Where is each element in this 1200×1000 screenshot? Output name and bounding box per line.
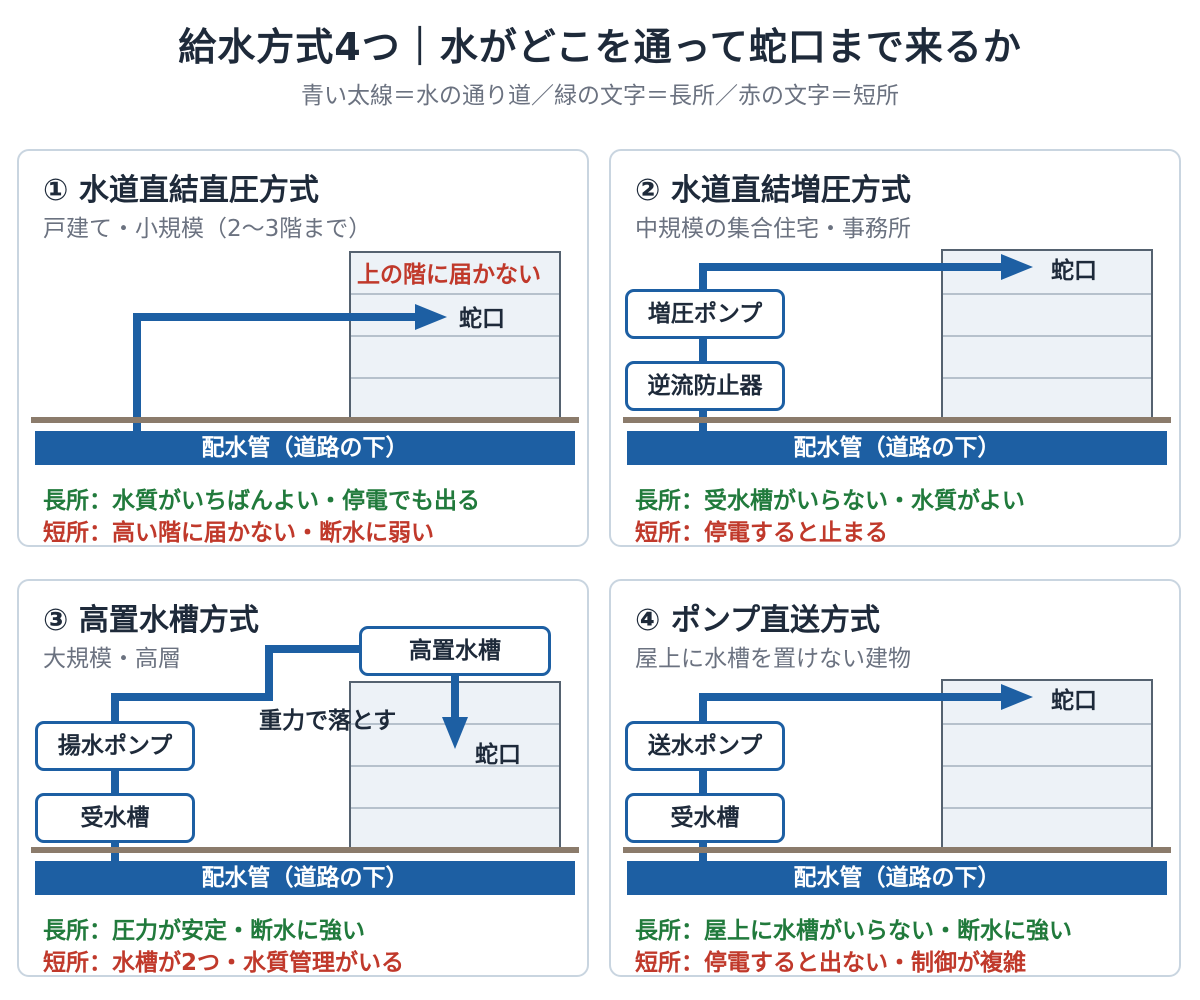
panel-subtitle: 戸建て・小規模（2〜3階まで） (43, 216, 372, 242)
page-title: 給水方式4つ｜水がどこを通って蛇口まで来るか (178, 25, 1022, 69)
feed-pump-box: 送水ポンプ (625, 721, 785, 771)
pros-text: 長所：圧力が安定・断水に強い (43, 918, 365, 944)
elevated-tank-box: 高置水槽 (359, 626, 551, 676)
ground-line (623, 417, 1171, 423)
panel-title: ② 水道直結増圧方式 (635, 173, 911, 208)
panel-direct-pump: ④ ポンプ直送方式 屋上に水槽を置けない建物 蛇口 送水ポンプ 受水槽 配水管（… (609, 579, 1181, 977)
panel-subtitle: 屋上に水槽を置けない建物 (635, 646, 911, 672)
flow-arrow-icon (442, 717, 468, 749)
panel-title: ① 水道直結直圧方式 (43, 173, 319, 208)
receiving-tank-box: 受水槽 (625, 793, 785, 843)
flow-arrow-icon (415, 304, 447, 330)
panel-subtitle: 大規模・高層 (43, 646, 181, 672)
lift-pump-box: 揚水ポンプ (35, 721, 195, 771)
water-pipe (111, 693, 119, 865)
faucet-label: 蛇口 (1051, 688, 1097, 714)
ground-line (623, 847, 1171, 853)
panel-booster-pump: ② 水道直結増圧方式 中規模の集合住宅・事務所 蛇口 増圧ポンプ 逆流防止器 配… (609, 149, 1181, 547)
panel-title: ④ ポンプ直送方式 (635, 603, 880, 638)
building (941, 679, 1153, 851)
pros-text: 長所：屋上に水槽がいらない・断水に強い (635, 918, 1072, 944)
faucet-label: 蛇口 (475, 742, 521, 768)
panel-title: ③ 高置水槽方式 (43, 603, 259, 638)
cons-text: 短所：高い階に届かない・断水に弱い (43, 520, 434, 546)
water-pipe (133, 313, 141, 435)
water-pipe (133, 313, 419, 321)
flow-arrow-icon (1001, 254, 1033, 280)
water-pipe (111, 693, 273, 701)
ground-line (31, 417, 579, 423)
gravity-label: 重力で落とす (259, 708, 397, 734)
booster-pump-box: 増圧ポンプ (625, 289, 785, 339)
faucet-label: 蛇口 (459, 306, 505, 332)
water-pipe (451, 675, 459, 721)
distribution-main: 配水管（道路の下） (35, 861, 575, 895)
cons-text: 短所：水槽が2つ・水質管理がいる (43, 950, 405, 976)
water-pipe (699, 693, 1005, 701)
flow-arrow-icon (1001, 684, 1033, 710)
page-subtitle: 青い太線＝水の通り道／緑の文字＝長所／赤の文字＝短所 (301, 83, 899, 109)
panel-subtitle: 中規模の集合住宅・事務所 (635, 216, 911, 242)
panel-direct-pressure: ① 水道直結直圧方式 戸建て・小規模（2〜3階まで） 上の階に届かない 蛇口 配… (17, 149, 589, 547)
water-pipe (699, 263, 707, 435)
backflow-preventer-box: 逆流防止器 (625, 361, 785, 411)
distribution-main: 配水管（道路の下） (35, 431, 575, 465)
water-pipe (699, 263, 1005, 271)
distribution-main: 配水管（道路の下） (627, 861, 1167, 895)
pros-text: 長所：水質がいちばんよい・停電でも出る (43, 488, 480, 514)
water-pipe (699, 693, 707, 865)
water-pipe (265, 645, 365, 653)
building (941, 249, 1153, 421)
cons-text: 短所：停電すると止まる (635, 520, 888, 546)
faucet-label: 蛇口 (1051, 258, 1097, 284)
ground-line (31, 847, 579, 853)
panel-elevated-tank: ③ 高置水槽方式 大規模・高層 高置水槽 重力で落とす 蛇口 揚水ポンプ 受水槽… (17, 579, 589, 977)
pros-text: 長所：受水槽がいらない・水質がよい (635, 488, 1025, 514)
warning-label: 上の階に届かない (357, 262, 541, 288)
distribution-main: 配水管（道路の下） (627, 431, 1167, 465)
receiving-tank-box: 受水槽 (35, 793, 195, 843)
water-pipe (265, 645, 273, 701)
cons-text: 短所：停電すると出ない・制御が複雑 (635, 950, 1026, 976)
building (349, 251, 561, 421)
building (349, 681, 561, 851)
